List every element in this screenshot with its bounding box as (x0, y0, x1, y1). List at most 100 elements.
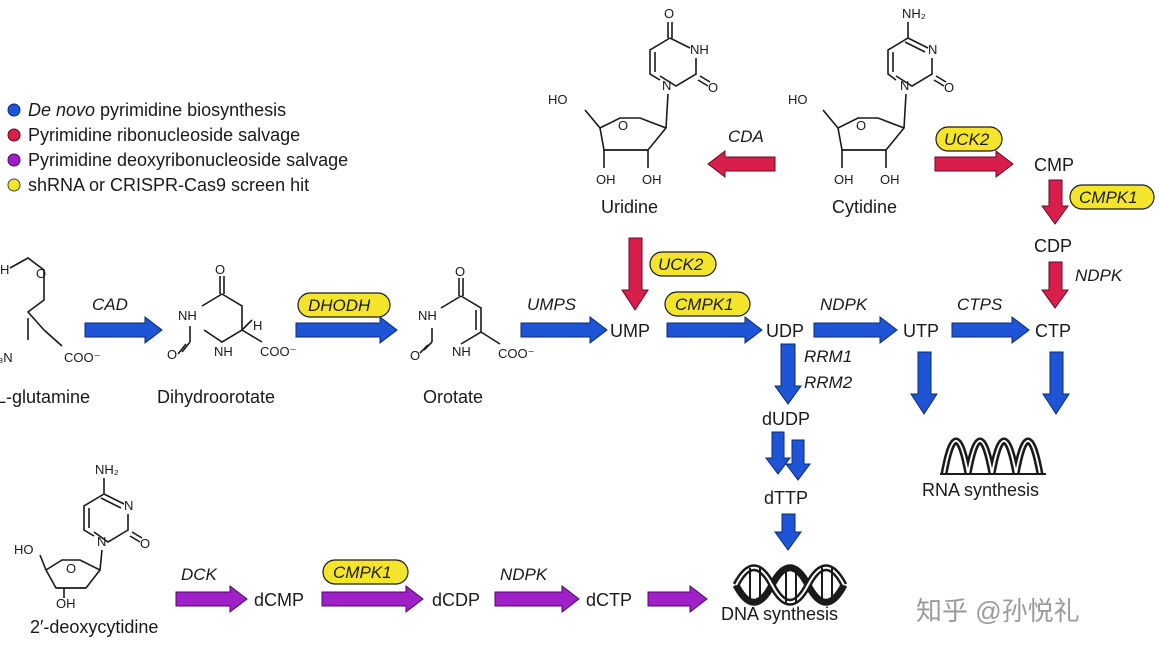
enzyme-rrm2: RRM2 (804, 373, 853, 392)
metabolite-utp: UTP (903, 321, 939, 341)
svg-text:O: O (455, 264, 465, 279)
svg-text:NH: NH (418, 308, 437, 323)
legend-item-de-novo: De novo pyrimidine biosynthesis (28, 100, 286, 120)
legend-dot-de-novo (7, 103, 21, 117)
arrow-cmpk1-top (666, 315, 763, 345)
arrow-dudp-dttp-a (765, 431, 791, 475)
metabolite-cmp: CMP (1034, 155, 1074, 175)
metabolite-ump: UMP (610, 321, 650, 341)
uridine-structure: O NH O N O HO OH OH (548, 6, 718, 187)
dihydroorotate-structure: O NH NH O COO⁻ H (167, 262, 296, 362)
svg-text:O: O (36, 266, 46, 281)
svg-text:O: O (140, 536, 150, 551)
badge-uck2-uridine (649, 251, 717, 277)
enzyme-cda: CDA (728, 127, 764, 146)
arrow-ndpk-top (813, 315, 898, 345)
enzyme-ndpk-right: NDPK (1075, 266, 1123, 285)
arrow-utp-rna (910, 351, 938, 415)
svg-text:O: O (618, 118, 628, 133)
legend-item-screen-hit: shRNA or CRISPR-Cas9 screen hit (28, 175, 309, 195)
legend-item-ribo-salvage: Pyrimidine ribonucleoside salvage (28, 125, 300, 145)
svg-text:N: N (97, 534, 106, 549)
arrow-umps (520, 315, 608, 345)
arrow-dctp-dna (647, 584, 708, 614)
enzyme-uck2-cytidine: UCK2 (944, 130, 990, 149)
arrow-ndpk-right (1041, 261, 1069, 309)
arrow-cmpk1-right (1041, 179, 1069, 225)
svg-text:O: O (167, 347, 177, 362)
watermark: 知乎 @孙悦礼 (916, 596, 1080, 626)
svg-text:H: H (253, 318, 262, 333)
svg-text:O: O (410, 348, 420, 363)
svg-text:OH: OH (596, 172, 616, 187)
badge-dhodh (297, 292, 391, 318)
enzyme-dhodh: DHODH (308, 296, 371, 315)
svg-text:O: O (708, 80, 718, 95)
arrow-dttp-dna (774, 513, 802, 551)
svg-text:N: N (928, 42, 937, 57)
arrow-cmpk1-bottom (321, 584, 424, 614)
svg-text:NH: NH (690, 42, 709, 57)
svg-text:N: N (900, 78, 909, 93)
enzyme-ndpk-top: NDPK (820, 295, 868, 314)
enzyme-cmpk1-top: CMPK1 (675, 295, 734, 314)
svg-text:OH: OH (834, 172, 854, 187)
metabolite-dudp: dUDP (762, 409, 810, 429)
metabolite-dctp: dCTP (586, 590, 632, 610)
metabolite-cdp: CDP (1034, 236, 1072, 256)
badge-cmpk1-top (664, 291, 751, 317)
enzyme-rrm1: RRM1 (804, 347, 852, 366)
orotate-label: Orotate (423, 387, 483, 407)
metabolite-udp: UDP (766, 321, 804, 341)
svg-text:N: N (662, 78, 671, 93)
svg-text:N: N (124, 498, 133, 513)
arrow-cda (707, 149, 776, 179)
legend-dot-deoxy-salvage (7, 153, 21, 167)
svg-text:COO⁻: COO⁻ (260, 344, 296, 359)
svg-text:NH: NH (214, 344, 233, 359)
enzyme-uck2-uridine: UCK2 (658, 255, 704, 274)
deoxycytidine-label: 2′-deoxycytidine (30, 617, 158, 637)
svg-text:NH: NH (452, 344, 471, 359)
deoxycytidine-structure: NH₂ N O N O HO OH (14, 462, 150, 611)
legend: De novo pyrimidine biosynthesis Pyrimidi… (7, 100, 348, 195)
enzyme-ndpk-bottom: NDPK (500, 565, 548, 584)
svg-text:H: H (0, 262, 9, 277)
svg-text:HO: HO (788, 92, 808, 107)
svg-text:HO: HO (14, 542, 34, 557)
arrow-dhodh (295, 315, 398, 345)
svg-text:COO⁻: COO⁻ (64, 350, 100, 365)
metabolite-dcdp: dCDP (432, 590, 480, 610)
svg-text:COO⁻: COO⁻ (498, 346, 534, 361)
svg-text:OH: OH (642, 172, 662, 187)
legend-dot-screen-hit (7, 178, 21, 192)
svg-text:O: O (66, 561, 76, 576)
svg-text:O: O (944, 80, 954, 95)
dihydroorotate-label: Dihydroorotate (157, 387, 275, 407)
enzyme-cmpk1-bottom: CMPK1 (333, 563, 392, 582)
rna-strand-icon (940, 437, 1046, 475)
arrow-cad (84, 315, 163, 345)
uridine-label: Uridine (601, 197, 658, 217)
glutamine-label: L-glutamine (0, 387, 90, 407)
arrow-uck2-cytidine (934, 149, 1014, 179)
svg-text:O: O (215, 262, 225, 277)
dna-helix-icon (732, 564, 848, 606)
svg-text:OH: OH (880, 172, 900, 187)
badge-uck2-cytidine (935, 126, 1003, 152)
svg-text:OH: OH (56, 596, 76, 611)
dna-synthesis-label: DNA synthesis (721, 604, 838, 624)
metabolite-ctp: CTP (1035, 321, 1071, 341)
svg-text:O: O (664, 6, 674, 21)
badge-cmpk1-right (1069, 184, 1155, 210)
svg-text:NH: NH (178, 308, 197, 323)
badge-cmpk1-bottom (322, 559, 409, 585)
metabolite-dttp: dTTP (764, 488, 808, 508)
arrow-dck (175, 584, 248, 614)
enzyme-cmpk1-right: CMPK1 (1079, 188, 1138, 207)
arrow-uck2-uridine (621, 237, 649, 311)
rna-synthesis-label: RNA synthesis (922, 480, 1039, 500)
svg-text:O: O (856, 118, 866, 133)
svg-text:NH₂: NH₂ (902, 6, 926, 21)
enzyme-ctps: CTPS (957, 295, 1003, 314)
